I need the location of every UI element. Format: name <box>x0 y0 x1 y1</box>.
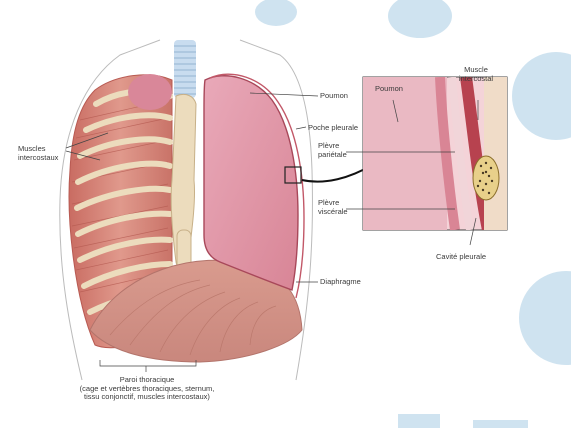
inset-label-pleural-cavity: Cavité pleurale <box>436 253 486 262</box>
label-intercostal-muscles: Muscles intercostaux <box>18 145 58 162</box>
inset-label-intercostal-muscle: Muscle intercostal <box>448 66 504 83</box>
inset-label-lung: Poumon <box>375 85 403 94</box>
pleura-inset <box>346 77 514 245</box>
right-lung <box>204 76 298 290</box>
inset-label-parietal-pleura: Plèvre pariétale <box>318 142 347 159</box>
label-thoracic-wall: Paroi thoracique (cage et vertèbres thor… <box>62 376 232 402</box>
label-diaphragm: Diaphragme <box>320 278 361 287</box>
label-pleural-sac: Poche pleurale <box>308 124 358 133</box>
inset-label-visceral-pleura: Plèvre viscérale <box>318 199 348 216</box>
label-lung: Poumon <box>320 92 348 101</box>
trachea <box>174 40 196 98</box>
